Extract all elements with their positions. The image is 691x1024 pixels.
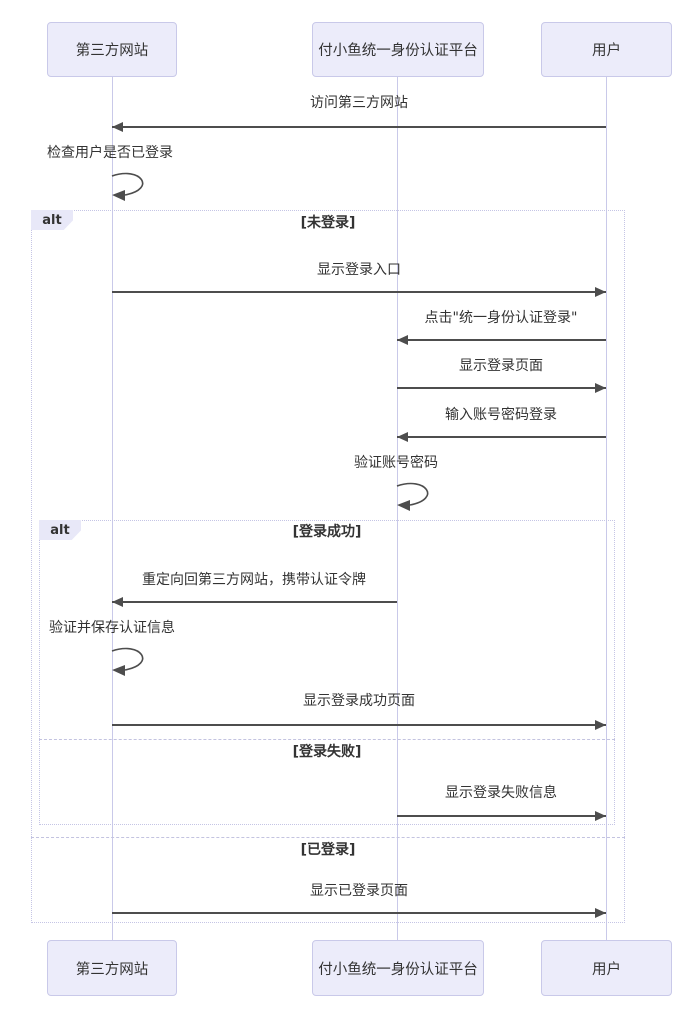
message-label-show-login-page: 显示登录页面 [459, 358, 543, 374]
message-arrow-show-success-page [112, 719, 606, 730]
alt-frame-outer [31, 210, 625, 923]
actor-label: 第三方网站 [75, 961, 149, 978]
message-label-show-failure-info: 显示登录失败信息 [445, 785, 557, 801]
message-arrow-show-logged-in-page [112, 907, 606, 918]
actor-label: 第三方网站 [75, 43, 149, 59]
actor-auth-platform-bottom: 付小鱼统一身份认证平台 [312, 940, 484, 996]
actor-user-top: 用户 [541, 22, 672, 77]
message-label-check-login: 检查用户是否已登录 [47, 145, 173, 161]
message-arrow-visit-site [112, 121, 606, 132]
alt-tab-inner: alt [39, 520, 81, 540]
arrowhead [595, 382, 606, 393]
message-label-verify-save-auth: 验证并保存认证信息 [49, 620, 175, 636]
actor-third-party-bottom: 第三方网站 [47, 940, 177, 996]
condition-not-logged-in: [未登录] [300, 215, 356, 231]
message-label-redirect-with-token: 重定向回第三方网站，携带认证令牌 [142, 572, 366, 588]
message-arrow-click-sso-login [397, 334, 606, 345]
message-label-show-login-entry: 显示登录入口 [317, 262, 401, 278]
actor-label: 付小鱼统一身份认证平台 [318, 43, 478, 59]
self-loop-arrow-verify-credentials [396, 482, 429, 511]
message-label-show-success-page: 显示登录成功页面 [303, 693, 415, 709]
lifeline-auth-platform [396, 77, 398, 940]
arrowhead [397, 334, 408, 345]
actor-label: 付小鱼统一身份认证平台 [318, 961, 478, 978]
alt-label-outer: alt [42, 212, 62, 228]
message-label-verify-credentials: 验证账号密码 [354, 455, 438, 471]
lifeline-user [605, 77, 607, 940]
message-label-enter-credentials: 输入账号密码登录 [445, 407, 557, 423]
alt-tab-outer: alt [31, 210, 73, 230]
actor-third-party-top: 第三方网站 [47, 22, 177, 77]
message-label-show-logged-in-page: 显示已登录页面 [310, 883, 408, 899]
message-label-visit-site: 访问第三方网站 [310, 95, 408, 111]
condition-login-failure: [登录失败] [292, 744, 362, 760]
arrowhead [595, 286, 606, 297]
arrowhead [595, 719, 606, 730]
arrowhead [112, 121, 123, 132]
condition-already-logged-in: [已登录] [300, 842, 356, 858]
message-arrow-show-failure-info [397, 810, 606, 821]
message-label-click-sso-login: 点击"统一身份认证登录" [424, 310, 578, 326]
message-arrow-redirect-with-token [112, 596, 397, 607]
arrowhead [397, 431, 408, 442]
alt-label-inner: alt [50, 522, 70, 538]
arrowhead [112, 596, 123, 607]
message-arrow-show-login-entry [112, 286, 606, 297]
actor-label: 用户 [592, 43, 621, 59]
actor-auth-platform-top: 付小鱼统一身份认证平台 [312, 22, 484, 77]
arrowhead [595, 907, 606, 918]
actor-label: 用户 [592, 961, 621, 978]
condition-login-success: [登录成功] [292, 524, 362, 540]
message-arrow-show-login-page [397, 382, 606, 393]
message-arrow-enter-credentials [397, 431, 606, 442]
actor-user-bottom: 用户 [541, 940, 672, 996]
alt-frame-inner [39, 520, 615, 825]
alt-else-divider-inner [39, 739, 615, 740]
self-loop-arrow-verify-save-auth [111, 647, 144, 676]
lifeline-third-party [111, 77, 113, 940]
self-loop-arrow-check-login [111, 172, 144, 201]
alt-else-divider-outer [31, 837, 625, 838]
arrowhead [595, 810, 606, 821]
